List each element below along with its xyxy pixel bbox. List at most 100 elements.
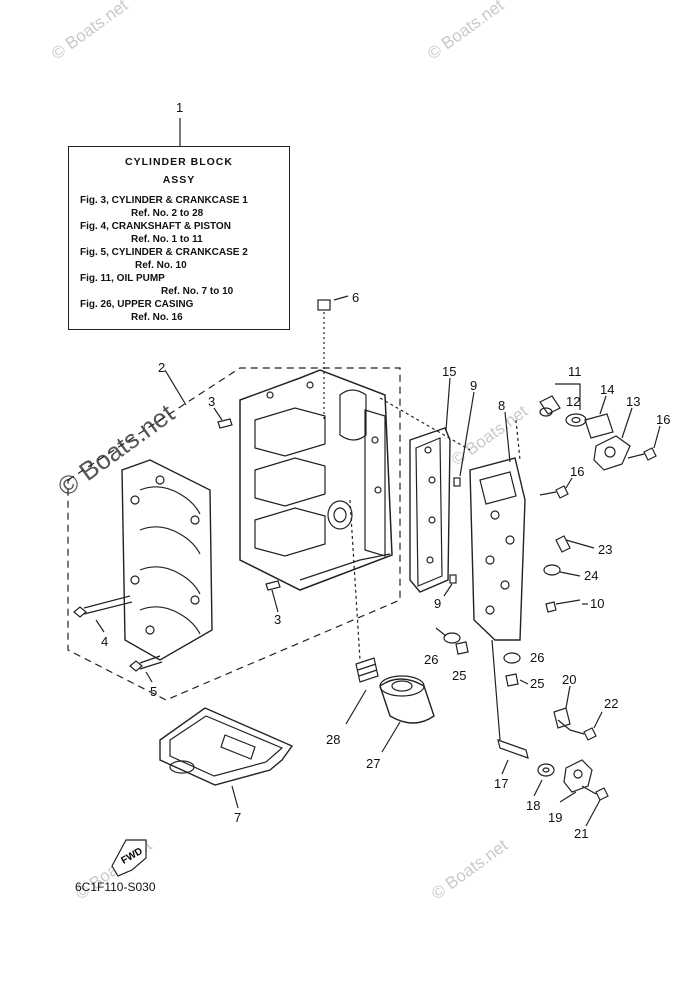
- callout-2: 2: [158, 360, 165, 375]
- guide-line-8: [515, 419, 521, 461]
- guide-line-28: [349, 499, 361, 661]
- bolt-5: [129, 655, 163, 672]
- ref-line-5: Fig. 5, CYLINDER & CRANKCASE 2: [80, 247, 248, 258]
- washer-12: [565, 413, 587, 427]
- callout-27: 27: [366, 756, 380, 771]
- callout-28: 28: [326, 732, 340, 747]
- gasket-7: [159, 707, 294, 786]
- leader-6: [333, 295, 349, 301]
- callout-15: 15: [442, 364, 456, 379]
- callout-24: 24: [584, 568, 598, 583]
- assembly-dashed-outline: [67, 367, 401, 701]
- leader-19: [559, 791, 577, 803]
- guide-line-17: [491, 639, 501, 741]
- gasket-15: [409, 427, 451, 593]
- ref-line-6: Ref. No. 10: [135, 260, 187, 271]
- leader-2: [164, 369, 187, 406]
- o-ring-24: [543, 564, 561, 576]
- plug-25-right: [505, 673, 519, 687]
- bracket-17: [497, 739, 529, 759]
- callout-9-upper: 9: [470, 378, 477, 393]
- callout-22: 22: [604, 696, 618, 711]
- leader-21: [585, 799, 601, 827]
- leader-9-upper: [459, 391, 475, 477]
- leader-16-lower: [565, 477, 573, 489]
- seal-11: [539, 395, 561, 417]
- fitting-23: [555, 535, 595, 553]
- dowel-pin-lower: [265, 580, 281, 591]
- oil-filter-27: [379, 675, 435, 724]
- ref-line-3: Fig. 4, CRANKSHAFT & PISTON: [80, 221, 231, 232]
- cylinder-side-cover: [121, 459, 213, 661]
- callout-16-upper: 16: [656, 412, 670, 427]
- leader-26-left: [435, 627, 447, 637]
- callout-14: 14: [600, 382, 614, 397]
- leader-15: [445, 377, 451, 431]
- leader-28: [345, 689, 367, 725]
- callout-7: 7: [234, 810, 241, 825]
- thermostat-cover-13: [593, 435, 631, 471]
- diagram-code: 6C1F110-S030: [75, 880, 156, 894]
- cover-14: [584, 413, 614, 439]
- oil-pump-cover-8: [469, 457, 526, 641]
- ref-line-9: Fig. 26, UPPER CASING: [80, 299, 194, 310]
- callout-labels: 1 2 3 3 4 5 6 7 8 9 9 10 11 12 13 14 15 …: [101, 100, 670, 841]
- leader-27: [381, 721, 401, 753]
- leader-16-upper: [653, 425, 661, 449]
- callout-21: 21: [574, 826, 588, 841]
- union-28: [355, 657, 379, 683]
- leader-24: [559, 571, 581, 577]
- leader-4: [95, 619, 105, 633]
- callout-12: 12: [566, 394, 580, 409]
- callout-3-lower: 3: [274, 612, 281, 627]
- ref-line-10: Ref. No. 16: [131, 312, 183, 323]
- leader-17: [501, 759, 509, 775]
- callout-3-upper: 3: [208, 394, 215, 409]
- callout-6: 6: [352, 290, 359, 305]
- ref-line-2: Ref. No. 2 to 28: [131, 208, 204, 219]
- leader-25-right: [519, 679, 529, 685]
- leader-20: [565, 685, 571, 709]
- dowel-pin-9-lower: [449, 574, 457, 584]
- callout-25-right: 25: [530, 676, 544, 691]
- callout-16-lower: 16: [570, 464, 584, 479]
- o-ring-26-right: [503, 652, 521, 664]
- ref-title-line1: CYLINDER BLOCK: [125, 156, 233, 168]
- leader-13: [621, 407, 633, 439]
- callout-26-right: 26: [530, 650, 544, 665]
- bolt-16-lower: [539, 485, 569, 499]
- leader-22: [593, 711, 603, 729]
- leader-14: [599, 395, 607, 415]
- callout-23: 23: [598, 542, 612, 557]
- bolt-10: [545, 599, 581, 613]
- plug-25-left: [455, 641, 469, 655]
- bolt-21: [581, 785, 609, 801]
- reference-box: CYLINDER BLOCK ASSY Fig. 3, CYLINDER & C…: [68, 146, 290, 330]
- callout-5: 5: [150, 684, 157, 699]
- leader-7: [231, 785, 239, 809]
- callout-10: 10: [590, 596, 604, 611]
- callout-13: 13: [626, 394, 640, 409]
- cylinder-block: [239, 369, 393, 591]
- callout-11: 11: [568, 364, 582, 379]
- leader-18: [533, 779, 543, 797]
- guide-line-upper: [379, 397, 471, 451]
- leader-3-lower: [271, 589, 279, 613]
- callout-19: 19: [548, 810, 562, 825]
- callout-20: 20: [562, 672, 576, 687]
- leader-5: [145, 671, 153, 683]
- leader-8: [504, 411, 511, 463]
- ref-line-1: Fig. 3, CYLINDER & CRANKCASE 1: [80, 195, 248, 206]
- clamp-20: [553, 707, 571, 731]
- sensor-19: [563, 759, 593, 793]
- leader-3-upper: [213, 407, 223, 421]
- callout-8: 8: [498, 398, 505, 413]
- callout-25-left: 25: [452, 668, 466, 683]
- ref-line-4: Ref. No. 1 to 11: [131, 234, 203, 245]
- callout-9-lower: 9: [434, 596, 441, 611]
- bolt-4: [73, 595, 133, 618]
- dowel-pin-9-upper: [453, 477, 461, 487]
- fwd-arrow-icon: FWD: [111, 839, 147, 877]
